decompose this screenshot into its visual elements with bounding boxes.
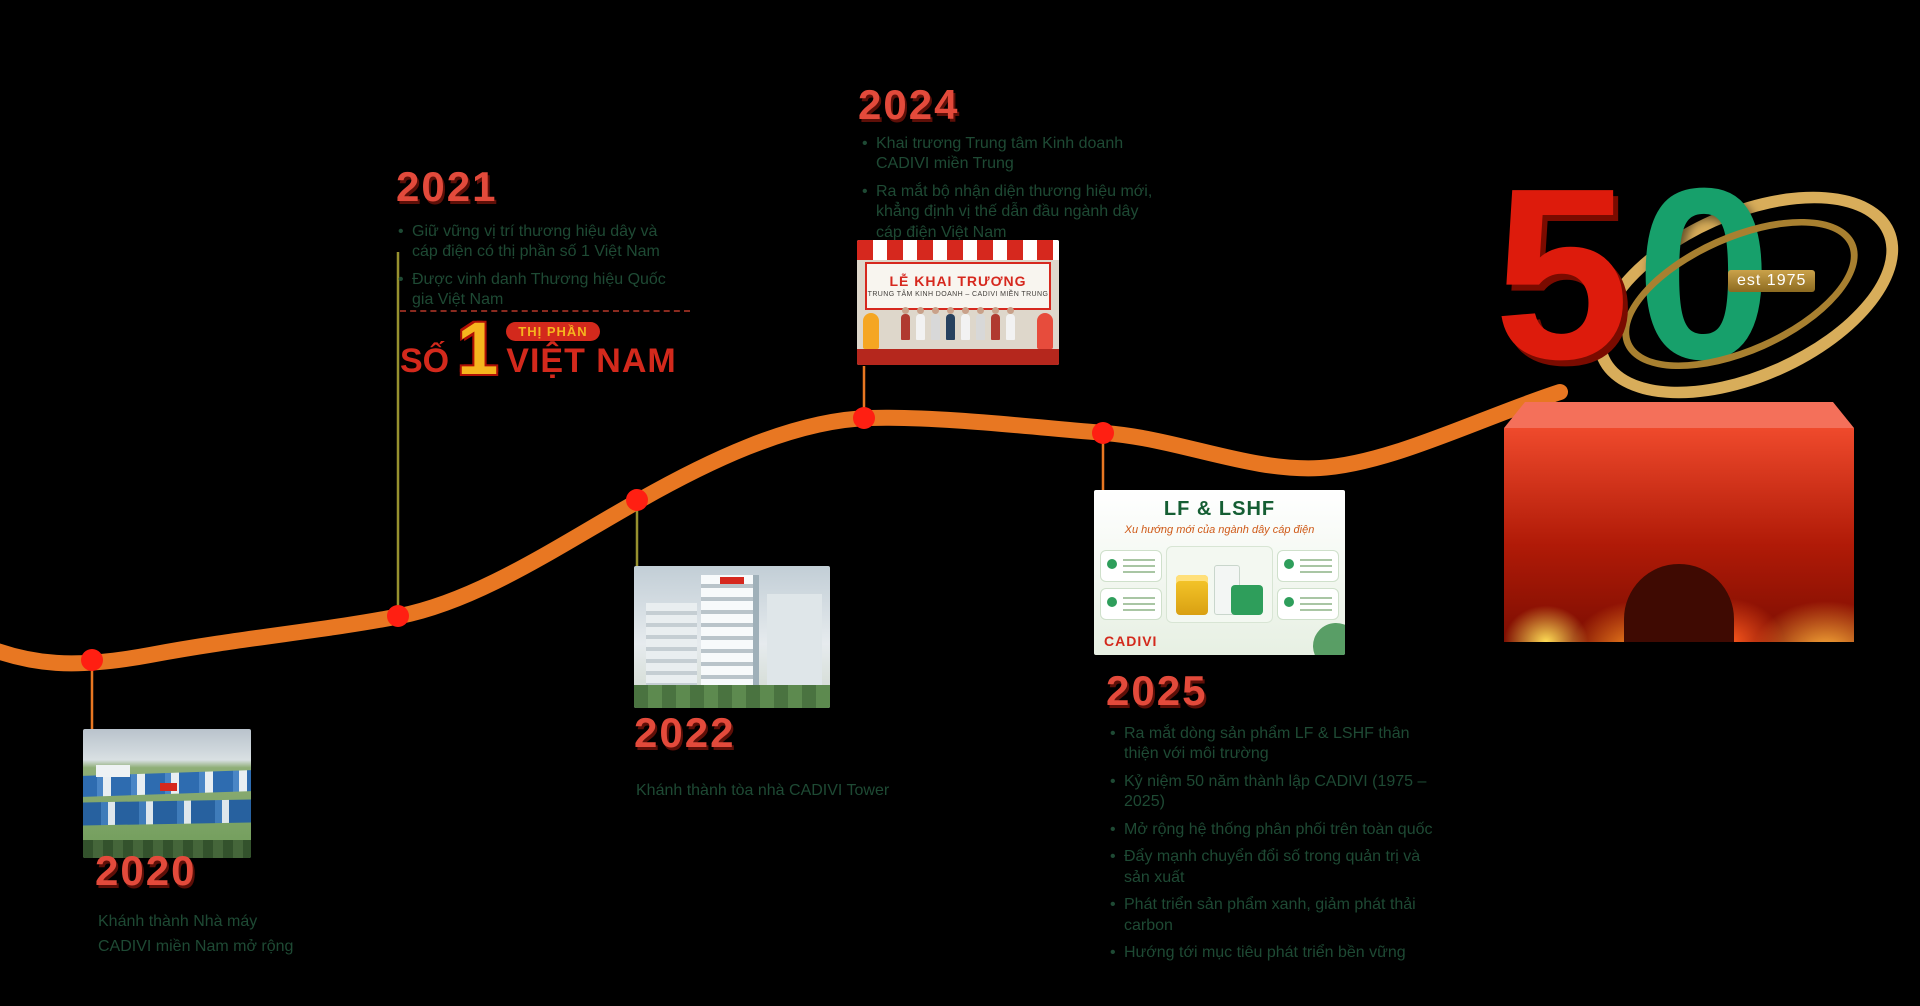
bullet-item: Hướng tới mục tiêu phát triển bền vững (1110, 943, 1440, 964)
factory-aerial-photo (83, 729, 251, 858)
cube-top-face (1504, 402, 1854, 428)
badge-so-label: SỐ (400, 341, 450, 380)
red-carpet (857, 349, 1059, 365)
ceremony-banner-title: LỄ KHAI TRƯƠNG (889, 273, 1027, 289)
bullet-item: Ra mắt dòng sản phẩm LF & LSHF thân thiệ… (1110, 724, 1440, 765)
feature-chip (1277, 550, 1339, 582)
year-title-2022: 2022 (634, 709, 736, 756)
poster-title: LF & LSHF (1163, 498, 1276, 520)
digit-5: 5 (1494, 137, 1630, 410)
person-figure (916, 307, 925, 340)
year-title-2020: 2020 (95, 847, 197, 894)
bullet-item: Được vinh danh Thương hiệu Quốc gia Việt… (398, 270, 678, 311)
badge-number-1: 1 (457, 307, 499, 390)
milestone-2024-bullets: Khai trương Trung tâm Kinh doanh CADIVI … (862, 134, 1162, 250)
timeline-path (0, 384, 1568, 672)
milestone-dot-2024 (853, 407, 875, 429)
building-red-logo (720, 577, 744, 585)
milestone-2020-text: Khánh thành Nhà máy CADIVI miền Nam mở r… (98, 912, 328, 962)
milestone-dot-2021 (387, 605, 409, 627)
ceremony-people-row (867, 307, 1049, 348)
milestone-2022-caption: Khánh thành tòa nhà CADIVI Tower (636, 782, 890, 799)
dashed-line (400, 310, 690, 312)
cube-arch (1624, 564, 1734, 642)
person-figure (901, 307, 910, 340)
milestone-dot-2022 (626, 489, 648, 511)
year-title-2024: 2024 (858, 81, 960, 128)
text-line: Khánh thành Nhà máy (98, 913, 258, 930)
building-left-block (645, 602, 697, 689)
office-tower-photo (634, 566, 830, 708)
milestone-dot-2025 (1092, 422, 1114, 444)
building-right-block (767, 594, 823, 689)
badge-thi-phan-label: THỊ PHẦN (506, 321, 600, 341)
so1-vietnam-badge: SỐ 1 THỊ PHẦN VIỆT NAM (400, 307, 690, 390)
cadivi-brand-logo: CADIVI (1104, 633, 1158, 649)
factory-building (96, 765, 131, 777)
person-figure (991, 307, 1000, 340)
building-trees (634, 685, 830, 708)
bullet-item: Kỷ niệm 50 năm thành lập CADIVI (1975 – … (1110, 772, 1440, 813)
canopy-roof (857, 240, 1059, 260)
milestone-2025-bullets: Ra mắt dòng sản phẩm LF & LSHF thân thiệ… (1110, 724, 1440, 971)
bullet-item: Đẩy mạnh chuyển đổi số trong quản trị và… (1110, 847, 1440, 888)
est-1975-label: est 1975 (1728, 270, 1816, 292)
lf-lshf-product-poster: LF & LSHF Xu hướng mới của ngành dây cáp… (1094, 490, 1345, 655)
person-figure (1006, 307, 1015, 340)
leaf-decoration (1306, 616, 1345, 655)
ceremony-banner: LỄ KHAI TRƯƠNG TRUNG TÂM KINH DOANH – CA… (865, 262, 1051, 310)
ceremony-banner-subtitle: TRUNG TÂM KINH DOANH – CADIVI MIỀN TRUNG (867, 291, 1049, 298)
bullet-item: Mở rộng hệ thống phân phối trên toàn quố… (1110, 820, 1440, 841)
poster-product-stage (1166, 546, 1273, 623)
poster-subtitle: Xu hướng mới của ngành dây cáp điện (1124, 524, 1315, 536)
badge-stack: THỊ PHẦN VIỆT NAM (506, 321, 677, 380)
lion-dance-figure (863, 313, 879, 349)
anniversary-50-logo: 0 5 est 1975 (1480, 137, 1920, 680)
person-figure (961, 307, 970, 340)
opening-ceremony-photo: LỄ KHAI TRƯƠNG TRUNG TÂM KINH DOANH – CA… (857, 240, 1059, 365)
person-figure (931, 307, 940, 340)
building-main-tower (700, 574, 760, 689)
bullet-item: Khai trương Trung tâm Kinh doanh CADIVI … (862, 134, 1162, 175)
factory-trees (83, 839, 251, 858)
feature-chip (1100, 588, 1162, 620)
feature-chip (1100, 550, 1162, 582)
person-figure (976, 307, 985, 340)
milestone-2021-bullets: Giữ vững vị trí thương hiệu dây và cáp đ… (398, 222, 678, 318)
lion-dance-figure (1037, 313, 1053, 349)
factory-red-sign (160, 783, 178, 791)
badge-row: SỐ 1 THỊ PHẦN VIỆT NAM (400, 307, 690, 390)
factory-roof-row (83, 799, 251, 827)
product-tub-graphic (1231, 585, 1263, 615)
person-figure (946, 307, 955, 340)
year-title-2021: 2021 (396, 163, 498, 210)
red-cube (1504, 402, 1854, 642)
bullet-item: Ra mắt bộ nhận diện thương hiệu mới, khẳ… (862, 182, 1162, 243)
text-line: CADIVI miền Nam mở rộng (98, 938, 294, 955)
bullet-item: Phát triển sản phẩm xanh, giảm phát thải… (1110, 895, 1440, 936)
cable-spool-graphic (1176, 575, 1208, 615)
badge-viet-nam-label: VIỆT NAM (506, 341, 677, 380)
year-title-2025: 2025 (1106, 667, 1208, 714)
bullet-item: Giữ vững vị trí thương hiệu dây và cáp đ… (398, 222, 678, 263)
feature-chip (1277, 588, 1339, 620)
milestone-dot-2020 (81, 649, 103, 671)
